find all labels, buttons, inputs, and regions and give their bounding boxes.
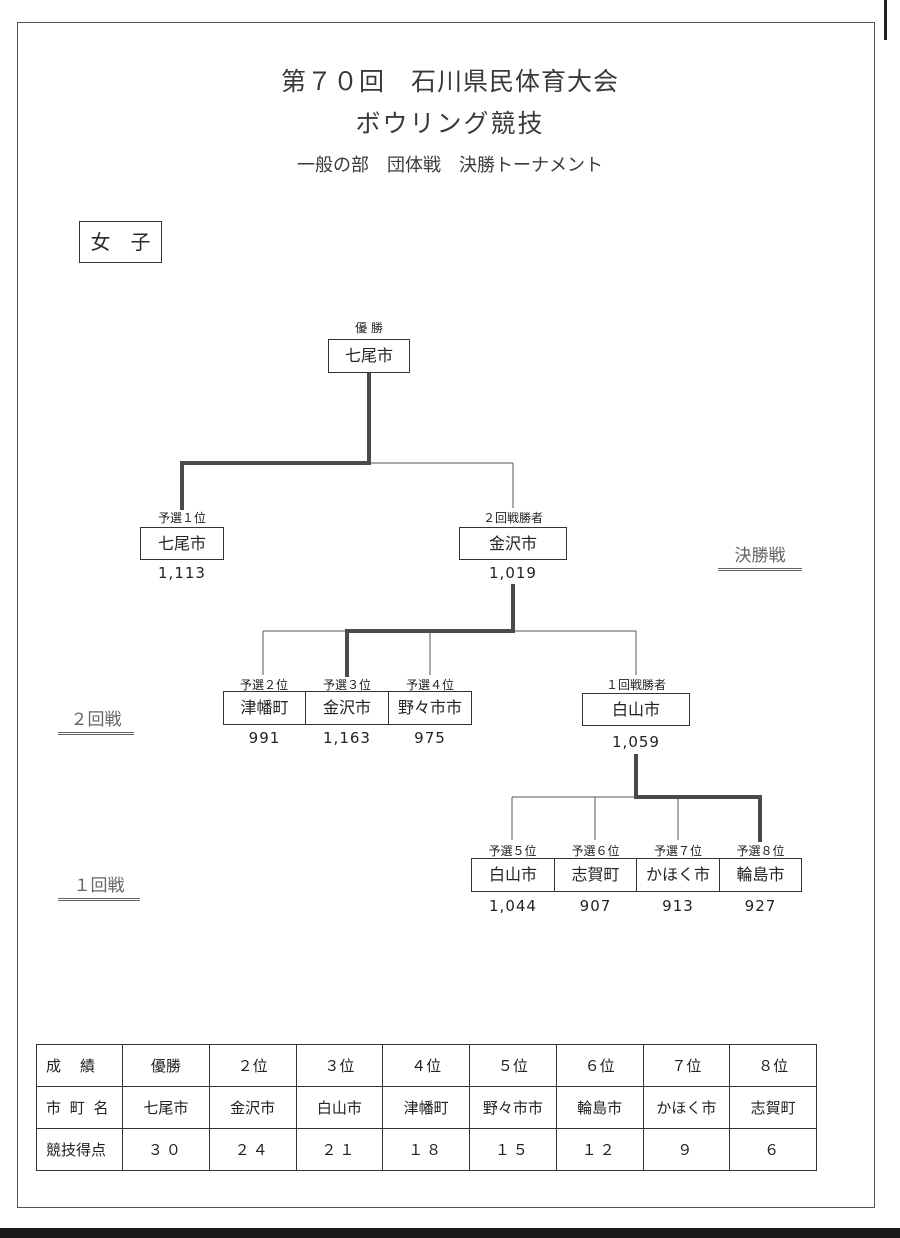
- rank-cell: ４位: [382, 1044, 470, 1087]
- champion-caption: 優 勝: [355, 321, 383, 335]
- final-left-team-box: 七尾市: [140, 527, 224, 560]
- category-label: 女 子: [79, 221, 162, 263]
- page-title: 第７０回 石川県民体育大会: [280, 67, 619, 96]
- r1-d-team-box: 輪島市: [719, 858, 802, 892]
- rank-cell: ５位: [469, 1044, 557, 1087]
- results-team-row: 市 町 名 七尾市 金沢市 白山市 津幡町 野々市市 輪島市 かほく市 志賀町: [36, 1086, 817, 1129]
- r1-b-score: 907: [579, 897, 612, 915]
- r2-a-team-box: 津幡町: [223, 691, 306, 725]
- r2-b-team-box: 金沢市: [305, 691, 389, 725]
- points-cell: ９: [642, 1128, 731, 1171]
- points-cell: １５: [469, 1128, 557, 1171]
- row-header-team: 市 町 名: [36, 1086, 123, 1129]
- r1-b-team-box: 志賀町: [554, 858, 637, 892]
- round-label-first-text: １回戦: [73, 876, 125, 896]
- round-label-final-text: 決勝戦: [734, 546, 786, 566]
- team-cell: 津幡町: [382, 1086, 470, 1129]
- final-right-team-box: 金沢市: [459, 527, 567, 560]
- team-cell: 野々市市: [469, 1086, 557, 1129]
- rank-cell: ７位: [642, 1044, 731, 1087]
- r2-a-caption: 予選２位: [239, 678, 288, 692]
- r1-c-score: 913: [662, 897, 694, 915]
- r2-d-caption: １回戦勝者: [605, 678, 666, 692]
- rank-cell: ３位: [295, 1044, 384, 1087]
- final-right-score: 1,019: [489, 564, 537, 582]
- rank-cell: 優勝: [122, 1044, 210, 1087]
- points-cell: １２: [555, 1128, 644, 1171]
- row-header-points: 競技得点: [36, 1128, 123, 1171]
- team-cell: 金沢市: [208, 1086, 297, 1129]
- r1-c-team-box: かほく市: [636, 858, 720, 892]
- champion-team-box: 七尾市: [328, 339, 410, 373]
- r1-a-team-box: 白山市: [471, 858, 555, 892]
- team-cell: かほく市: [642, 1086, 731, 1129]
- r1-a-score: 1,044: [489, 897, 537, 915]
- points-cell: ６: [729, 1128, 817, 1171]
- final-left-caption: 予選１位: [157, 511, 206, 525]
- rank-cell: ２位: [208, 1044, 297, 1087]
- r2-c-caption: 予選４位: [405, 678, 454, 692]
- r1-a-caption: 予選５位: [488, 844, 537, 858]
- team-cell: 七尾市: [122, 1086, 210, 1129]
- r1-d-score: 927: [744, 897, 777, 915]
- row-header-rank: 成 績: [36, 1044, 123, 1087]
- results-rank-row: 成 績 優勝 ２位 ３位 ４位 ５位 ６位 ７位 ８位: [36, 1044, 817, 1087]
- r2-d-team-box: 白山市: [582, 693, 690, 726]
- points-cell: ２１: [295, 1128, 384, 1171]
- team-cell: 輪島市: [555, 1086, 644, 1129]
- points-cell: １８: [382, 1128, 470, 1171]
- r2-b-caption: 予選３位: [322, 678, 371, 692]
- page-section-title: 一般の部 団体戦 決勝トーナメント: [297, 155, 603, 176]
- round-label-final: 決勝戦: [718, 541, 802, 571]
- final-right-caption: ２回戦勝者: [482, 511, 543, 525]
- round-label-second-text: ２回戦: [70, 710, 122, 730]
- team-cell: 志賀町: [729, 1086, 817, 1129]
- r2-b-score: 1,163: [323, 729, 371, 747]
- results-table: 成 績 優勝 ２位 ３位 ４位 ５位 ６位 ７位 ８位 市 町 名 七尾市 金沢…: [36, 1044, 817, 1171]
- rank-cell: ６位: [555, 1044, 644, 1087]
- r1-d-caption: 予選８位: [736, 844, 785, 858]
- scan-edge-mark: [0, 1228, 900, 1238]
- page-frame: [17, 22, 875, 1208]
- r2-d-score: 1,059: [612, 733, 660, 751]
- final-left-score: 1,113: [158, 564, 206, 582]
- page-subtitle: ボウリング競技: [355, 109, 545, 138]
- rank-cell: ８位: [729, 1044, 817, 1087]
- r1-b-caption: 予選６位: [571, 844, 620, 858]
- points-cell: ３０: [122, 1128, 210, 1171]
- scan-edge-mark: [884, 0, 887, 40]
- round-label-second: ２回戦: [58, 705, 134, 735]
- r2-a-score: 991: [248, 729, 281, 747]
- r2-c-score: 975: [414, 729, 446, 747]
- results-points-row: 競技得点 ３０ ２４ ２１ １８ １５ １２ ９ ６: [36, 1128, 817, 1171]
- r1-c-caption: 予選７位: [653, 844, 702, 858]
- points-cell: ２４: [208, 1128, 297, 1171]
- r2-c-team-box: 野々市市: [388, 691, 472, 725]
- round-label-first: １回戦: [58, 871, 140, 901]
- team-cell: 白山市: [295, 1086, 384, 1129]
